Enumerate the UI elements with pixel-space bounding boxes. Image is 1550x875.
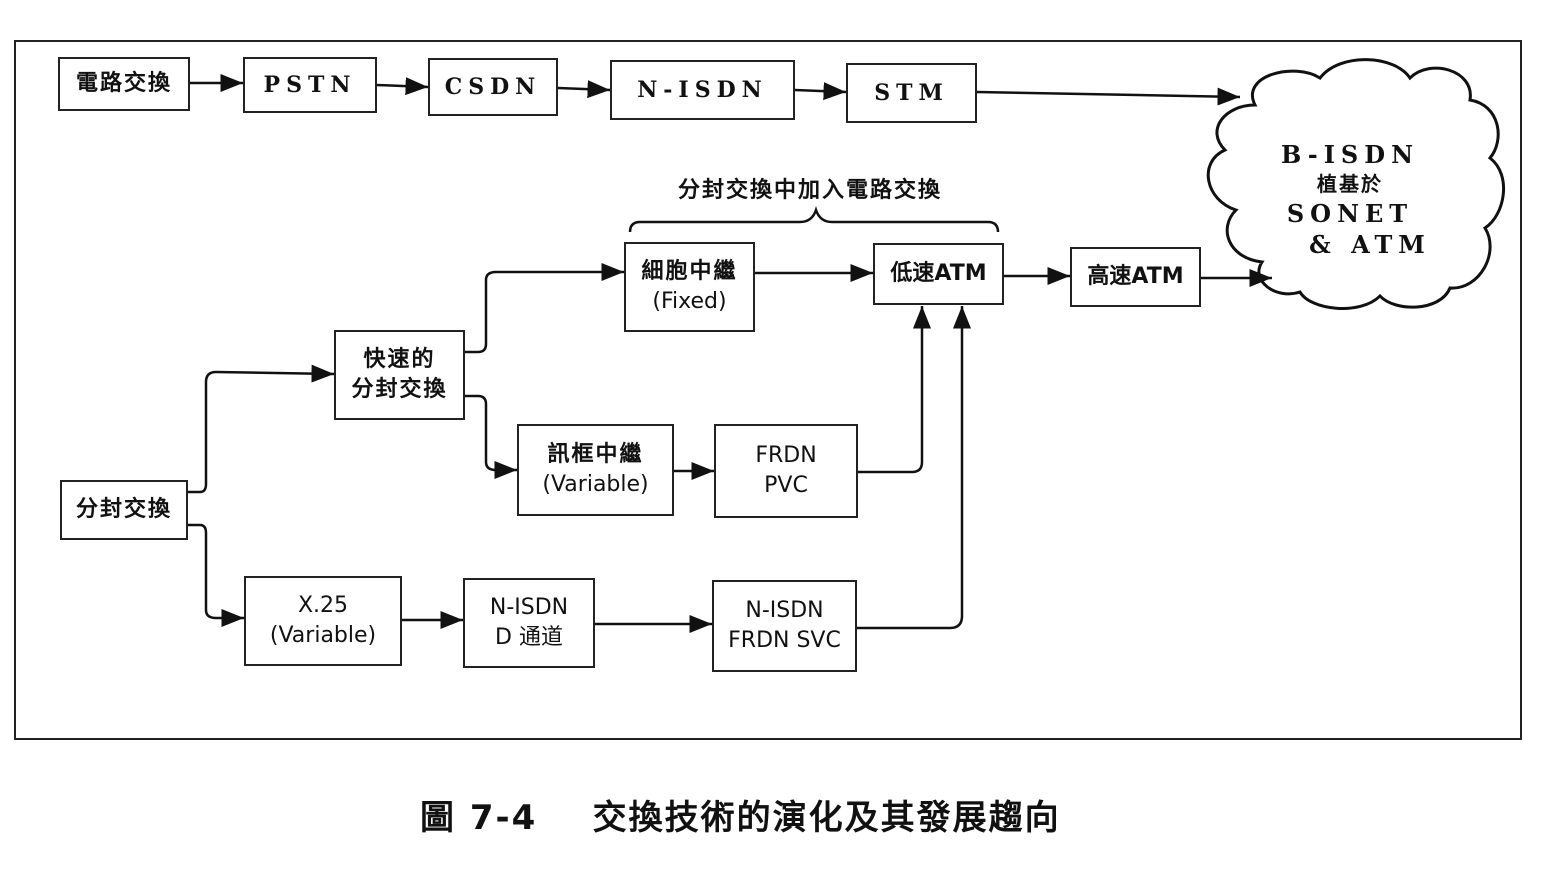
node-frdn-pvc: FRDN PVC bbox=[714, 424, 858, 518]
node-high-speed-atm: 高速ATM bbox=[1070, 247, 1201, 307]
node-pstn: PSTN bbox=[243, 57, 377, 113]
cloud-line-sonet: SONET bbox=[1286, 199, 1414, 228]
node-x25-label-1: X.25 bbox=[297, 593, 349, 618]
arrow-svc-to-lowatm bbox=[857, 306, 971, 630]
node-circuit-switching-label: 電路交換 bbox=[75, 71, 172, 96]
figure-number: 圖 7-4 bbox=[420, 798, 538, 838]
node-nisdn-frdn-svc-label-1: N-ISDN bbox=[745, 598, 824, 623]
node-nisdn-d-label-1: N-ISDN bbox=[489, 595, 569, 620]
node-csdn: CSDN bbox=[428, 58, 558, 116]
arrow-nisdn-to-stm bbox=[794, 82, 847, 101]
node-cell-relay-label-1: 細胞中繼 bbox=[641, 259, 738, 284]
node-nisdn-frdn-svc-label-2: FRDN SVC bbox=[728, 628, 841, 653]
diagram-frame bbox=[14, 40, 1522, 740]
arrow-frdnpvc-to-lowatm bbox=[858, 306, 931, 474]
cloud-line-atm: & ATM bbox=[1309, 230, 1431, 259]
node-fast-packet-label-1: 快速的 bbox=[363, 347, 436, 372]
curly-brace bbox=[628, 206, 1000, 233]
node-stm-label: STM bbox=[874, 80, 949, 106]
node-frdn-pvc-label-1: FRDN bbox=[755, 443, 817, 468]
node-x25: X.25 (Variable) bbox=[244, 576, 402, 666]
node-pstn-label: PSTN bbox=[263, 72, 357, 98]
arrow-packet-to-fast bbox=[188, 364, 335, 494]
node-fast-packet-label-2: 分封交換 bbox=[351, 377, 448, 402]
node-stm: STM bbox=[846, 63, 977, 123]
figure-title: 交換技術的演化及其發展趨向 bbox=[592, 798, 1061, 838]
node-x25-label-2: (Variable) bbox=[269, 623, 377, 648]
node-frdn-pvc-label-2: PVC bbox=[764, 473, 808, 498]
node-csdn-label: CSDN bbox=[444, 74, 542, 100]
node-frame-relay-label-1: 訊框中繼 bbox=[547, 442, 644, 467]
node-frame-relay-label-2: (Variable) bbox=[542, 472, 649, 497]
node-circuit-switching: 電路交換 bbox=[58, 57, 190, 111]
node-nisdn-top-label: N-ISDN bbox=[637, 77, 768, 103]
brace-label: 分封交換中加入電路交換 bbox=[677, 178, 942, 203]
node-packet-switching: 分封交換 bbox=[60, 480, 188, 540]
node-low-speed-atm: 低速ATM bbox=[873, 243, 1004, 305]
node-nisdn-frdn-svc: N-ISDN FRDN SVC bbox=[712, 580, 857, 672]
node-high-speed-atm-label: 高速ATM bbox=[1087, 264, 1184, 289]
node-cell-relay-label-2: (Fixed) bbox=[652, 289, 727, 314]
arrow-csdn-to-nisdn bbox=[557, 80, 611, 99]
node-nisdn-d: N-ISDN D 通道 bbox=[463, 578, 595, 668]
arrow-stm-to-cloud bbox=[976, 87, 1241, 106]
node-cell-relay: 細胞中繼 (Fixed) bbox=[624, 242, 755, 332]
arrow-pstn-to-csdn bbox=[376, 77, 429, 96]
node-frame-relay: 訊框中繼 (Variable) bbox=[517, 424, 674, 516]
cloud-label: B-ISDN 植基於 SONET & ATM bbox=[1250, 140, 1450, 260]
figure-caption: 圖 7-4 交換技術的演化及其發展趨向 bbox=[420, 790, 1061, 839]
arrow-packet-to-x25 bbox=[188, 523, 244, 627]
arrow-fast-to-cell bbox=[465, 263, 624, 354]
node-nisdn-top: N-ISDN bbox=[610, 60, 795, 120]
node-low-speed-atm-label: 低速ATM bbox=[890, 261, 987, 286]
cloud-shape bbox=[1206, 58, 1506, 310]
cloud-line-bisdn: B-ISDN bbox=[1281, 140, 1419, 169]
node-fast-packet: 快速的 分封交換 bbox=[334, 330, 465, 420]
cloud-line-based-on: 植基於 bbox=[1317, 172, 1383, 196]
node-packet-switching-label: 分封交換 bbox=[75, 497, 172, 522]
arrow-fast-to-frame bbox=[465, 394, 517, 479]
node-nisdn-d-label-2: D 通道 bbox=[495, 625, 563, 650]
